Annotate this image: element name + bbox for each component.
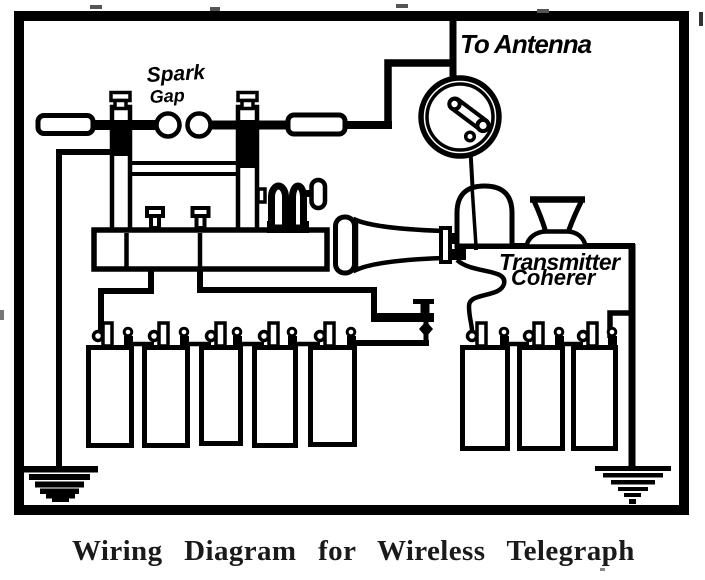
svg-text:Wiring Diagram for Wireless Te: Wiring Diagram for Wireless Telegraph [72,535,635,567]
svg-text:Coherer: Coherer [511,265,597,290]
svg-text:Gap: Gap [149,85,185,107]
svg-text:Spark: Spark [146,61,207,87]
svg-text:To Antenna: To Antenna [460,29,592,59]
svg-text:Transmitter: Transmitter [499,249,621,275]
